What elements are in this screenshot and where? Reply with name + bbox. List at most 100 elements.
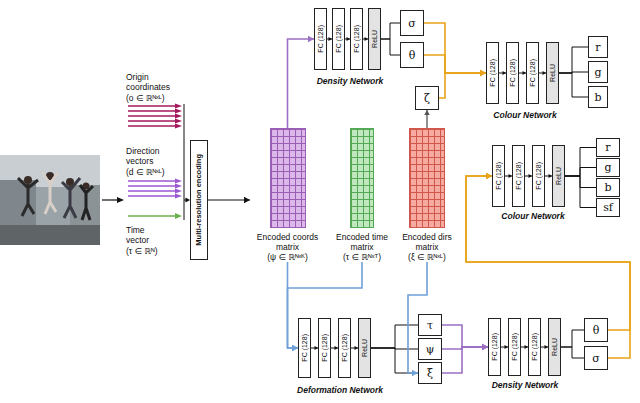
connector bbox=[466, 173, 630, 358]
network-name: Colour Network bbox=[478, 211, 588, 221]
fc-layer-box: FC (128) bbox=[314, 8, 327, 70]
arrow-head bbox=[365, 37, 369, 41]
arrow-head bbox=[503, 71, 507, 75]
origin-arrows bbox=[128, 106, 176, 126]
connector bbox=[501, 345, 508, 349]
connector-line bbox=[371, 348, 418, 349]
connector bbox=[381, 39, 400, 55]
origin-arrow bbox=[128, 110, 176, 111]
connector-line bbox=[363, 39, 368, 40]
relu-box: ReLU bbox=[552, 145, 565, 207]
relu-box: ReLU bbox=[368, 8, 381, 70]
connector-line bbox=[565, 168, 596, 177]
connector bbox=[408, 262, 427, 376]
connector-line bbox=[327, 39, 332, 40]
connector-line bbox=[442, 347, 488, 373]
fc-layer-box: FC (128) bbox=[506, 42, 519, 104]
node-text: FC (128) bbox=[529, 59, 536, 87]
relu-box: ReLU bbox=[546, 42, 559, 104]
arrow-head bbox=[482, 344, 488, 351]
photo-person bbox=[18, 178, 38, 216]
input-label: Origin coordinates bbox=[126, 72, 186, 92]
origin-arrow bbox=[128, 120, 176, 121]
network-name: Density Network bbox=[470, 380, 580, 390]
connector-line bbox=[525, 176, 532, 177]
node-text: FC (128) bbox=[491, 333, 498, 361]
connector bbox=[439, 70, 486, 98]
arrow-head bbox=[529, 174, 533, 178]
arrow-head bbox=[244, 197, 250, 204]
output-box: g bbox=[588, 61, 608, 83]
node-text: FC (128) bbox=[353, 25, 360, 53]
connector-line bbox=[559, 47, 588, 73]
connector bbox=[424, 55, 486, 76]
node-text: sf bbox=[603, 202, 613, 213]
node-text: b bbox=[604, 182, 611, 193]
origin-arrow bbox=[128, 115, 176, 116]
connector-line bbox=[288, 262, 363, 348]
connector bbox=[559, 73, 588, 97]
node-text: θ bbox=[409, 50, 416, 61]
fc-layer-box: FC (128) bbox=[298, 318, 311, 378]
photo-building bbox=[70, 185, 100, 225]
arrow-head bbox=[482, 344, 488, 351]
connector-line bbox=[439, 73, 486, 98]
fc-layer-box: FC (128) bbox=[512, 145, 525, 207]
connector bbox=[371, 348, 418, 373]
fc-layer-box: FC (128) bbox=[486, 42, 499, 104]
node-text: ReLU bbox=[551, 338, 558, 356]
connector bbox=[288, 262, 299, 351]
connector-line bbox=[505, 176, 512, 177]
arrow-head bbox=[175, 179, 182, 184]
connector-line bbox=[424, 23, 486, 73]
node-text: FC (128) bbox=[341, 334, 348, 362]
node-text: ReLU bbox=[549, 64, 556, 82]
arrow-head bbox=[175, 194, 182, 199]
direction-arrow bbox=[128, 190, 176, 191]
photo-person bbox=[80, 185, 93, 220]
photo-person bbox=[62, 178, 80, 218]
connector bbox=[424, 23, 486, 76]
node-text: Encoded dirs matrix bbox=[397, 232, 457, 252]
node-text: FC (128) bbox=[301, 334, 308, 362]
connector-line bbox=[561, 347, 584, 358]
connector bbox=[499, 71, 506, 75]
connector-line bbox=[442, 347, 488, 349]
output-box: r bbox=[596, 138, 620, 157]
arrow-head bbox=[480, 70, 486, 77]
connector-line bbox=[381, 39, 400, 55]
connector bbox=[288, 36, 315, 128]
arrow-head bbox=[523, 71, 527, 75]
arrow-head bbox=[175, 119, 182, 124]
fc-layer-box: FC (128) bbox=[350, 8, 363, 70]
connector-line bbox=[424, 55, 486, 73]
node-text: τ bbox=[427, 320, 433, 331]
connector-line bbox=[565, 148, 596, 177]
connector bbox=[505, 174, 512, 178]
fc-layer-box: FC (128) bbox=[318, 318, 331, 378]
node-text: r bbox=[605, 142, 610, 153]
connector-line bbox=[381, 23, 400, 39]
output-box: r bbox=[588, 36, 608, 58]
node-text: ψ bbox=[426, 344, 435, 355]
network-name: Density Network bbox=[300, 76, 400, 86]
output-box: σ bbox=[400, 10, 424, 36]
connector-line bbox=[426, 110, 427, 128]
node-text: FC (128) bbox=[495, 162, 502, 190]
connector bbox=[311, 346, 318, 350]
connector-line bbox=[565, 176, 596, 208]
connector-line bbox=[351, 348, 358, 349]
output-box: b bbox=[588, 86, 608, 108]
node-text: σ bbox=[592, 353, 600, 364]
photo-person bbox=[24, 176, 32, 184]
arrow-head bbox=[308, 36, 314, 43]
arrow-head bbox=[335, 346, 339, 350]
input-arrow bbox=[102, 199, 118, 200]
arrow-head bbox=[545, 345, 549, 349]
node-text: σ bbox=[408, 18, 416, 29]
connector bbox=[561, 330, 584, 347]
fc-layer-box: FC (128) bbox=[488, 318, 501, 376]
fc-layer-box: FC (128) bbox=[332, 8, 345, 70]
output-box: ψ bbox=[418, 338, 442, 360]
